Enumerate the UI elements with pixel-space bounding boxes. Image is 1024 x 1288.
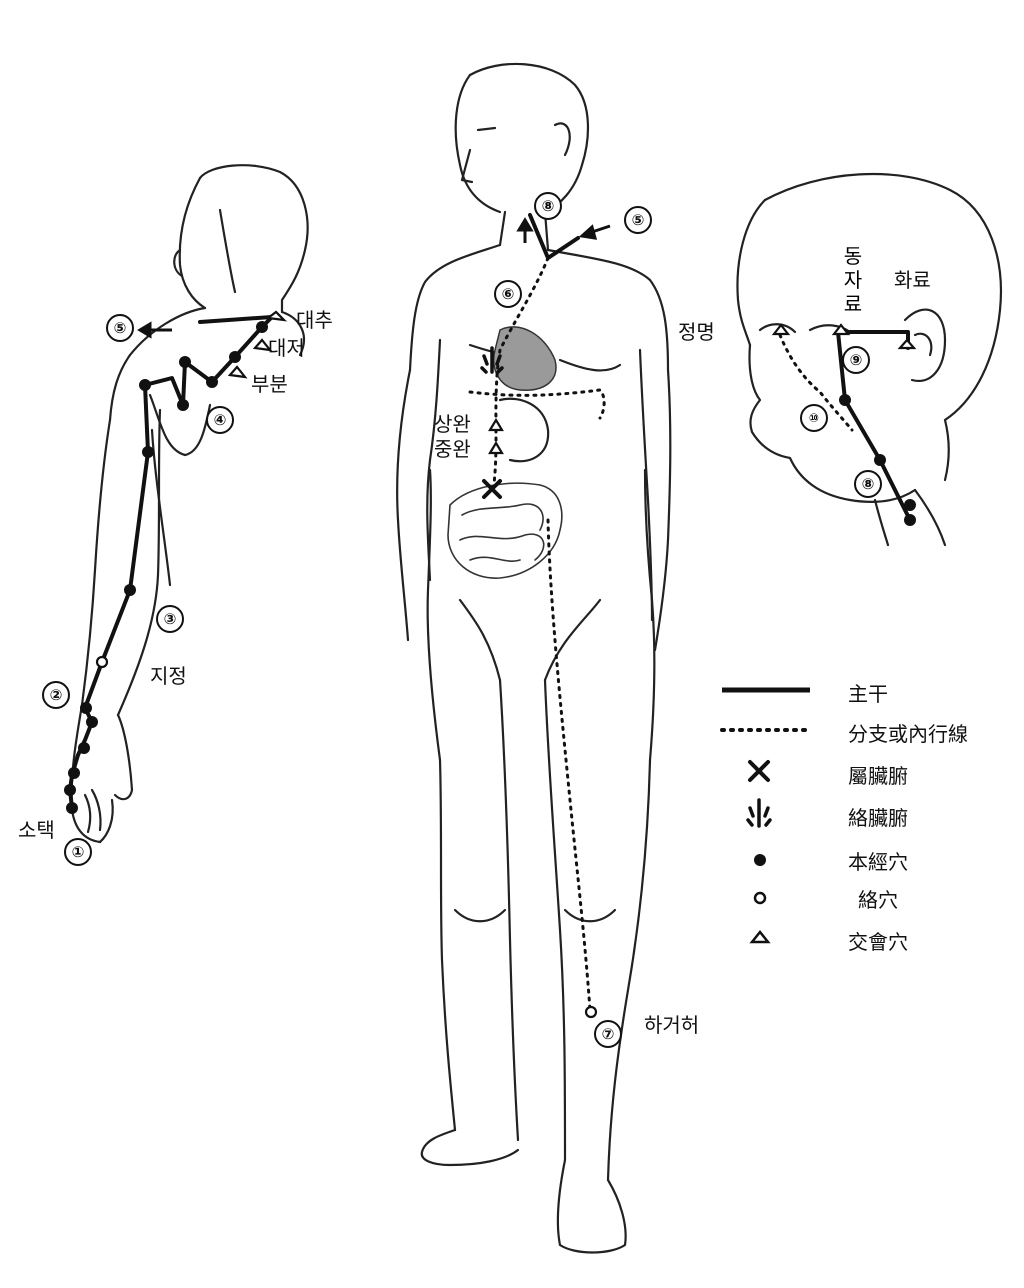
legend-meridian-point: 本經穴 — [848, 850, 908, 874]
point-dot — [86, 716, 98, 728]
marker-6: ⑥ — [494, 280, 522, 308]
point-dot — [229, 351, 241, 363]
label-daechu: 대추 — [296, 308, 333, 332]
marker-3: ③ — [156, 605, 184, 633]
crossing-point-icon — [227, 365, 248, 379]
connects-organ-icon — [480, 346, 504, 374]
point-dot — [179, 356, 191, 368]
marker-8-body: ⑧ — [534, 192, 562, 220]
luo-point — [584, 1005, 598, 1019]
legend-connect-icon — [746, 798, 772, 828]
legend-crossing-point: 交會穴 — [848, 930, 908, 954]
organ-shaded — [493, 326, 557, 391]
label-jeongmyeong: 정명 — [678, 320, 715, 344]
arm-figure — [70, 164, 309, 844]
point-dot — [874, 454, 886, 466]
point-dot — [64, 784, 76, 796]
point-dot — [78, 742, 90, 754]
point-dot — [177, 399, 189, 411]
marker-1: ① — [64, 838, 92, 866]
marker-8-face: ⑧ — [854, 470, 882, 498]
point-dot — [139, 379, 151, 391]
crossing-point-icon — [831, 323, 851, 336]
legend-x-icon — [748, 760, 770, 782]
marker-9: ⑨ — [842, 346, 870, 374]
marker-5-arm: ⑤ — [106, 314, 134, 342]
marker-2: ② — [42, 681, 70, 709]
legend-symbols — [720, 687, 812, 944]
meridian-points — [64, 310, 917, 1019]
label-sangwan: 상완 — [434, 412, 471, 436]
belongs-organ-icon — [482, 479, 502, 499]
point-dot — [68, 767, 80, 779]
marker-5-body: ⑤ — [624, 206, 652, 234]
point-dot — [839, 394, 851, 406]
marker-4: ④ — [206, 406, 234, 434]
point-dot — [904, 499, 916, 511]
marker-10: ⑩ — [800, 404, 828, 432]
legend-luo-point: 絡穴 — [858, 888, 898, 912]
point-dot — [142, 446, 154, 458]
crossing-point-icon — [488, 440, 504, 455]
point-dot — [124, 584, 136, 596]
point-dot — [66, 802, 78, 814]
legend-dot-icon — [754, 854, 766, 866]
label-daejeo: 대저 — [268, 336, 305, 360]
meridian-branches — [468, 256, 854, 1012]
marker-7: ⑦ — [594, 1020, 622, 1048]
label-jijeong: 지정 — [150, 664, 187, 688]
label-jungwan: 중완 — [434, 437, 471, 461]
point-dot — [206, 376, 218, 388]
legend-branch: 分支或內行線 — [848, 722, 968, 746]
label-dongjaryo: 동자료 — [843, 244, 863, 316]
label-sotaek: 소택 — [18, 818, 55, 842]
label-hwaryo: 화료 — [894, 268, 931, 292]
legend-connects-organ: 絡臟腑 — [848, 806, 908, 830]
legend-main-trunk: 主干 — [848, 682, 888, 706]
legend-open-dot-icon — [753, 891, 767, 905]
crossing-point-icon — [897, 338, 917, 350]
point-dot — [256, 321, 268, 333]
face-figure — [736, 172, 1002, 547]
legend-triangle-icon — [749, 929, 771, 944]
direction-arrows — [137, 217, 611, 339]
crossing-point-icon — [252, 338, 273, 352]
luo-point — [95, 655, 109, 669]
label-hageoheo: 하거허 — [644, 1013, 700, 1037]
meridian-main-trunk — [68, 213, 912, 810]
body-figure — [396, 62, 672, 1254]
intestines — [447, 482, 563, 579]
label-bubun: 부분 — [251, 372, 288, 396]
legend-belongs-organ: 屬臟腑 — [848, 764, 908, 788]
crossing-point-icon — [771, 323, 791, 336]
point-dot — [80, 702, 92, 714]
crossing-point-icon — [265, 310, 288, 322]
crossing-point-icon — [488, 417, 504, 432]
point-dot — [904, 514, 916, 526]
